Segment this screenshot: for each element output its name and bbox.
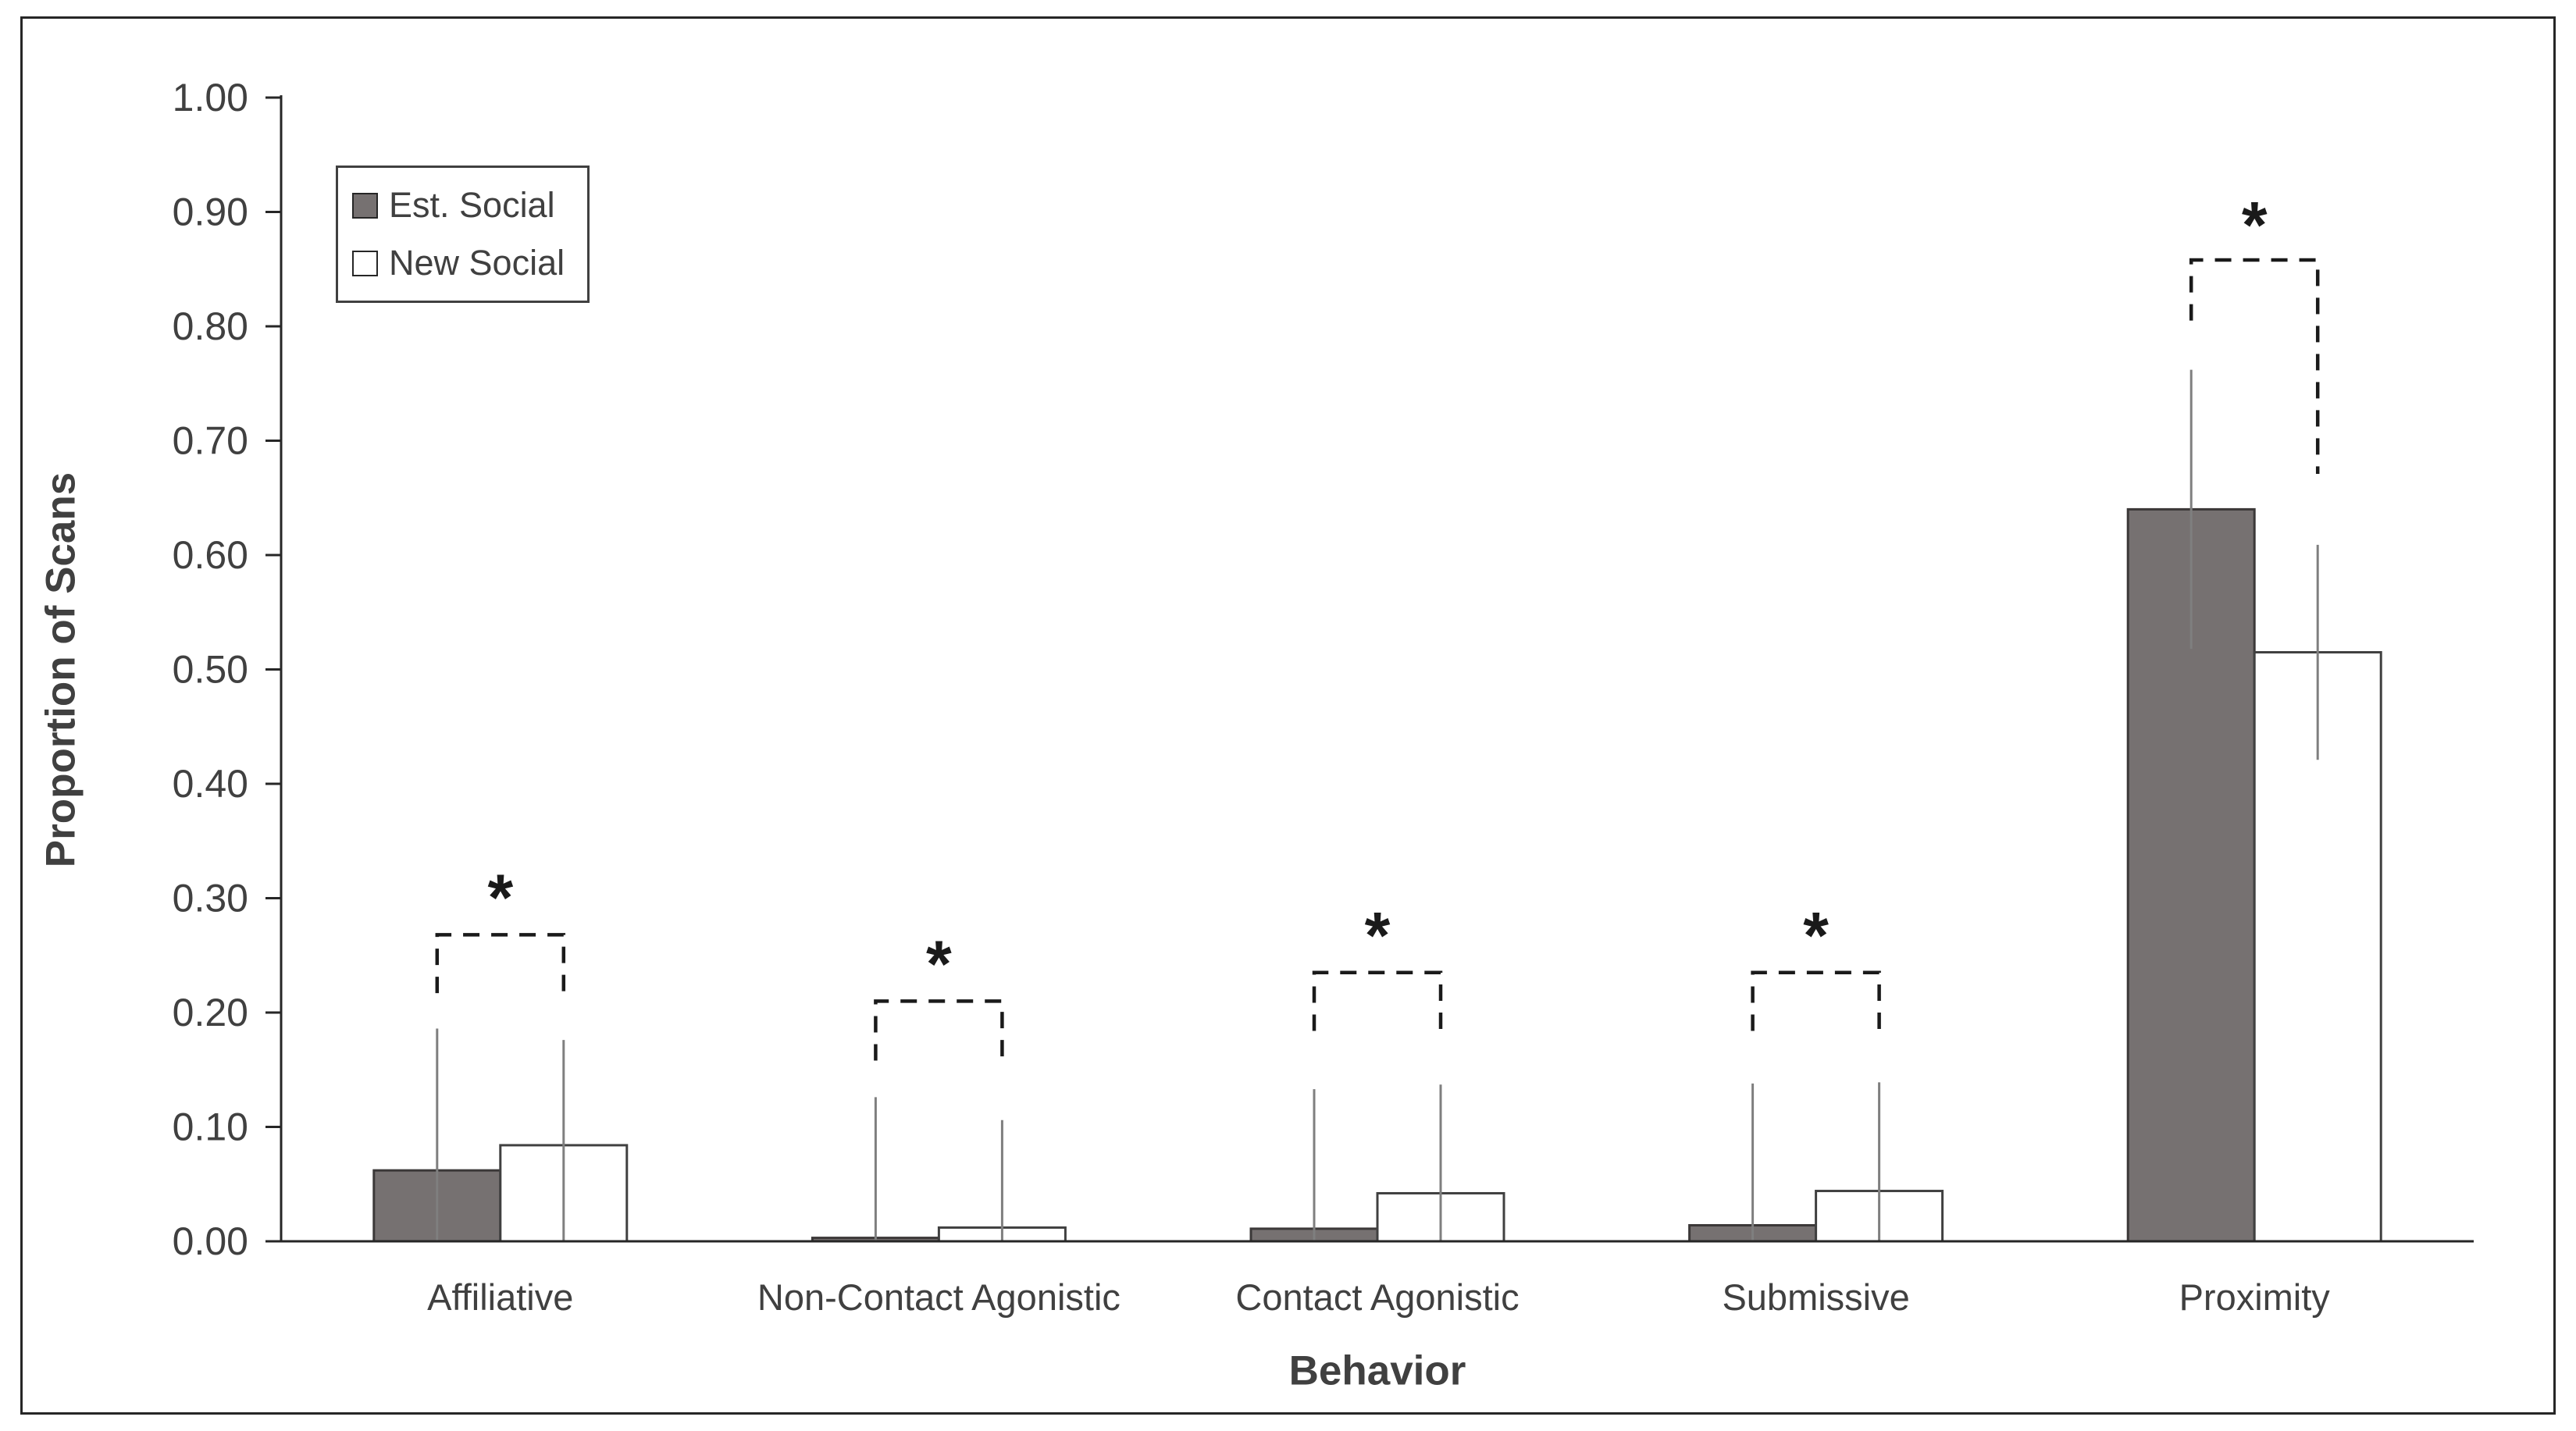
y-tick-label: 0.00 bbox=[173, 1219, 248, 1263]
significance-star-2: * bbox=[1365, 899, 1391, 972]
y-tick-label: 0.50 bbox=[173, 648, 248, 692]
category-label-3: Submissive bbox=[1722, 1276, 1909, 1318]
est-social-swatch-icon bbox=[352, 192, 378, 219]
significance-bracket-2 bbox=[1312, 970, 1443, 1031]
significance-star-4: * bbox=[2242, 188, 2268, 262]
significance-star-3: * bbox=[1803, 899, 1829, 972]
category-label-4: Proximity bbox=[2179, 1276, 2331, 1318]
new-social-swatch-icon bbox=[352, 250, 378, 276]
significance-bracket-0 bbox=[435, 933, 566, 994]
significance-star-0: * bbox=[487, 861, 513, 934]
y-tick-label: 1.00 bbox=[173, 76, 248, 119]
legend-label-est-social: Est. Social bbox=[389, 185, 555, 225]
x-axis-title: Behavior bbox=[1288, 1347, 1466, 1394]
y-axis-title: Proportion of Scans bbox=[37, 472, 84, 868]
y-tick-label: 0.10 bbox=[173, 1105, 248, 1149]
legend-item-est-social: Est. Social bbox=[352, 185, 587, 226]
y-tick-label: 0.60 bbox=[173, 533, 248, 577]
category-label-2: Contact Agonistic bbox=[1235, 1276, 1519, 1318]
y-tick-label: 0.80 bbox=[173, 304, 248, 348]
significance-bracket-1 bbox=[874, 999, 1004, 1061]
y-tick-label: 0.20 bbox=[173, 991, 248, 1034]
legend-label-new-social: New Social bbox=[389, 243, 565, 283]
significance-bracket-3 bbox=[1751, 970, 1881, 1031]
significance-bracket-4 bbox=[2189, 258, 2320, 474]
category-label-0: Affiliative bbox=[427, 1276, 573, 1318]
legend: Est. Social New Social bbox=[336, 166, 590, 303]
figure-border bbox=[20, 16, 2556, 1415]
y-tick-label: 0.90 bbox=[173, 190, 248, 234]
y-tick-label: 0.70 bbox=[173, 419, 248, 463]
legend-item-new-social: New Social bbox=[352, 243, 587, 283]
category-label-1: Non-Contact Agonistic bbox=[757, 1276, 1121, 1318]
y-tick-label: 0.40 bbox=[173, 762, 248, 806]
significance-star-1: * bbox=[926, 927, 952, 1000]
y-tick-label: 0.30 bbox=[173, 877, 248, 920]
